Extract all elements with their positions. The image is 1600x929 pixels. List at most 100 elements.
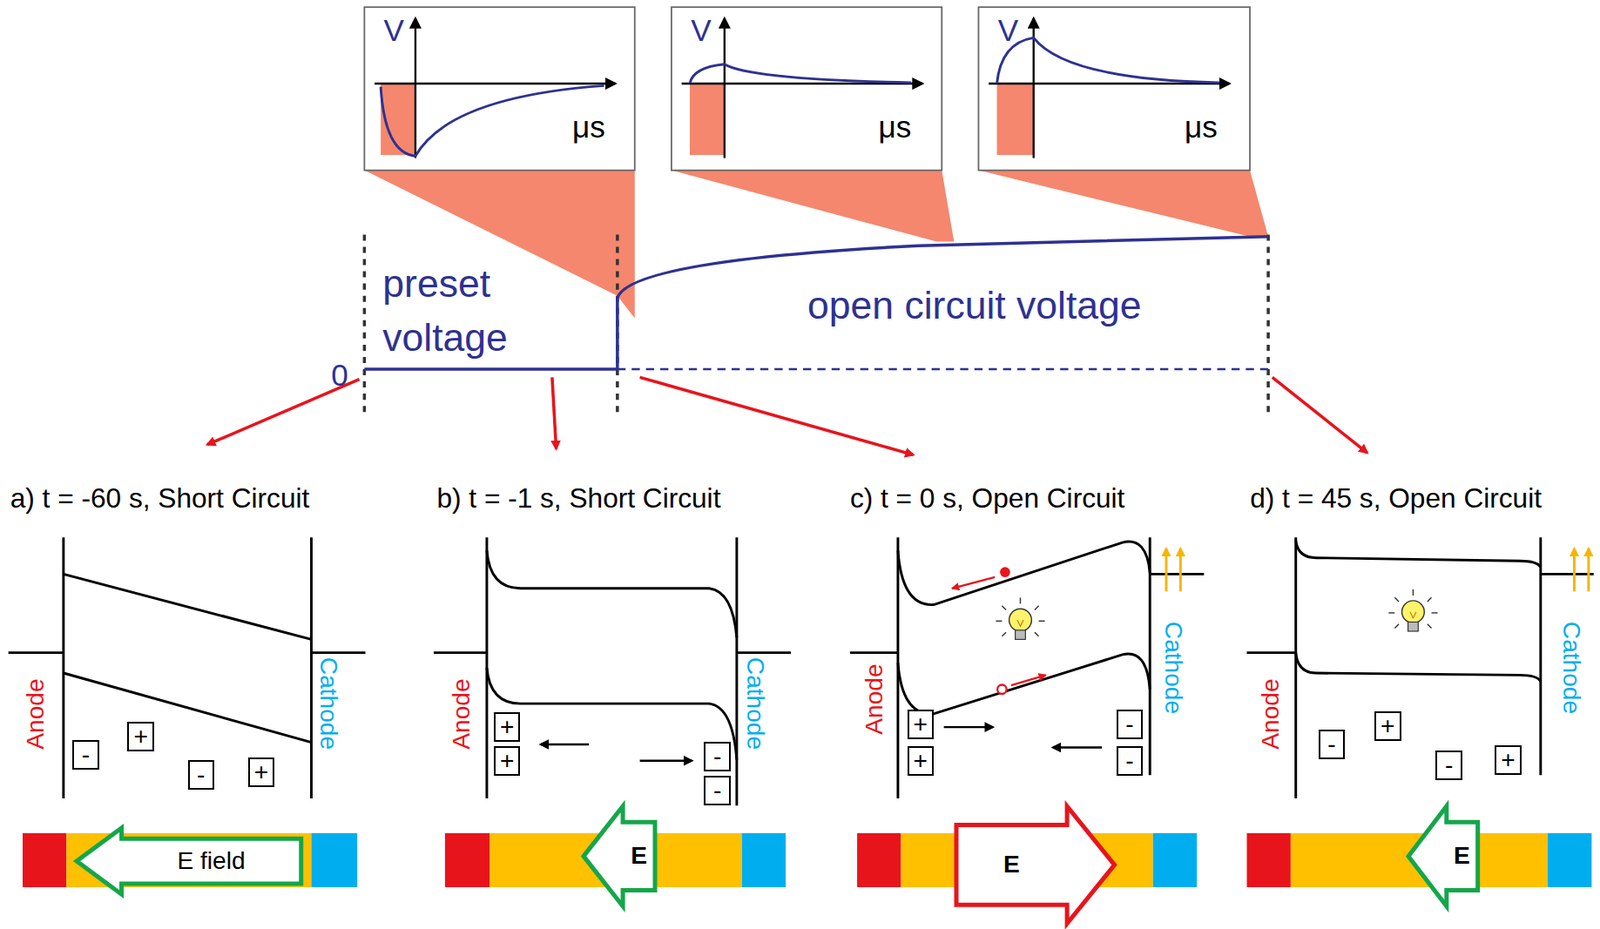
carrier-symbol: [951, 567, 1047, 695]
light-arrow: [1179, 548, 1182, 592]
band-diagram: [8, 537, 1594, 806]
transient-inset: [978, 6, 1250, 170]
device-bar: [857, 833, 901, 888]
field-arrow: E: [583, 806, 655, 907]
pointer-arrow: [207, 377, 1368, 455]
zoom-funnel: [978, 170, 1269, 237]
phase-label: open circuit voltage: [807, 283, 1141, 329]
field-label: E: [1003, 852, 1020, 878]
ion-sign: -: [1444, 753, 1453, 778]
carrier-symbol: [997, 684, 1007, 695]
voltage-timeline: [617, 368, 1269, 371]
device-bar: [445, 833, 491, 888]
band-diagram: [640, 760, 693, 763]
band-diagram: [63, 673, 312, 743]
electrode-label: Anode: [446, 678, 475, 750]
ion-box: -: [1116, 709, 1143, 740]
axis-label: V: [690, 13, 711, 48]
axis-label: μs: [572, 109, 606, 145]
device-bar: [1247, 833, 1291, 888]
ion-box: -: [1435, 750, 1462, 781]
band-diagram: [1247, 651, 1297, 655]
ion-box: -: [703, 776, 730, 806]
ion-sign: +: [1500, 748, 1515, 773]
carrier-symbol: [999, 567, 1011, 578]
panel-title: a) t = -60 s, Short Circuit: [10, 482, 311, 514]
ion-sign: -: [713, 744, 722, 770]
transient-inset: [689, 64, 912, 84]
transient-inset: [364, 6, 635, 170]
band-diagram: [736, 651, 791, 655]
pointer-arrow: [552, 377, 557, 449]
transient-inset: [689, 83, 725, 156]
carrier-symbol: [1011, 675, 1047, 686]
band-diagram: [486, 550, 737, 638]
ion-sign: -: [196, 762, 205, 788]
band-diagram: [310, 651, 365, 655]
transient-inset: [374, 82, 615, 85]
ion-sign: -: [713, 778, 722, 804]
field-label: E: [630, 843, 648, 869]
ion-box: +: [248, 757, 275, 788]
phase-label: preset voltage: [382, 256, 587, 365]
field-label: E field: [176, 849, 245, 874]
device-bar: [1547, 833, 1592, 888]
ion-sign: -: [1125, 749, 1134, 774]
ion-sign: +: [499, 715, 514, 740]
voltage-timeline: [364, 234, 1269, 413]
arrow-outline: [76, 828, 302, 895]
light-arrow: [1586, 548, 1590, 592]
band-diagram: [8, 651, 64, 655]
band-diagram: [63, 573, 312, 640]
device-bar: [310, 833, 358, 888]
lightbulb-icon: [1388, 589, 1438, 632]
ion-box: +: [907, 746, 934, 777]
axis-label: μs: [878, 109, 912, 145]
band-diagram: [1296, 540, 1541, 568]
band-diagram: [1540, 573, 1594, 576]
pointer-arrow: [640, 377, 914, 455]
band-diagram: [1149, 573, 1204, 576]
ion-box: +: [1494, 745, 1521, 776]
device-bar: [1153, 833, 1197, 888]
zoom-funnel: [671, 170, 954, 243]
ion-sign: -: [1327, 732, 1336, 757]
band-diagram: [1294, 537, 1297, 799]
band-diagram: [540, 743, 589, 746]
ion-sign: +: [913, 749, 928, 774]
ion-box: +: [493, 746, 520, 777]
carrier-symbol: [951, 577, 995, 589]
axis-label: 0: [330, 357, 349, 393]
transient-inset: [671, 6, 942, 170]
lightbulb-icon: [995, 597, 1045, 640]
pointer-arrow: [1272, 377, 1368, 453]
ion-box: +: [1374, 711, 1401, 742]
voltage-timeline: [1266, 234, 1270, 413]
band-diagram: [1053, 746, 1102, 749]
axis-label: μs: [1184, 109, 1218, 145]
ion-sign: -: [81, 742, 90, 768]
panel-title: b) t = -1 s, Short Circuit: [436, 482, 721, 514]
transient-inset: [364, 6, 1250, 170]
transient-inset: [997, 83, 1034, 156]
band-diagram: [486, 668, 737, 760]
band-diagram: [61, 537, 65, 799]
band-diagram: [1296, 653, 1541, 682]
electrode-label: Cathode: [1557, 621, 1586, 715]
band-diagram: [735, 537, 738, 806]
field-arrow: E field: [76, 828, 302, 895]
electrode-label: Anode: [1255, 678, 1284, 750]
ion-box: +: [907, 709, 934, 740]
band-diagram: [850, 651, 898, 655]
ion-sign: -: [1125, 712, 1134, 737]
field-arrow: E: [956, 806, 1115, 925]
device-bar: [22, 833, 67, 888]
field-arrow: E: [1408, 806, 1479, 907]
transient-inset: [380, 85, 605, 156]
ion-box: -: [72, 740, 99, 770]
arrow-outline: [583, 806, 655, 907]
transient-inset: [997, 37, 1220, 84]
ion-sign: +: [499, 749, 514, 774]
